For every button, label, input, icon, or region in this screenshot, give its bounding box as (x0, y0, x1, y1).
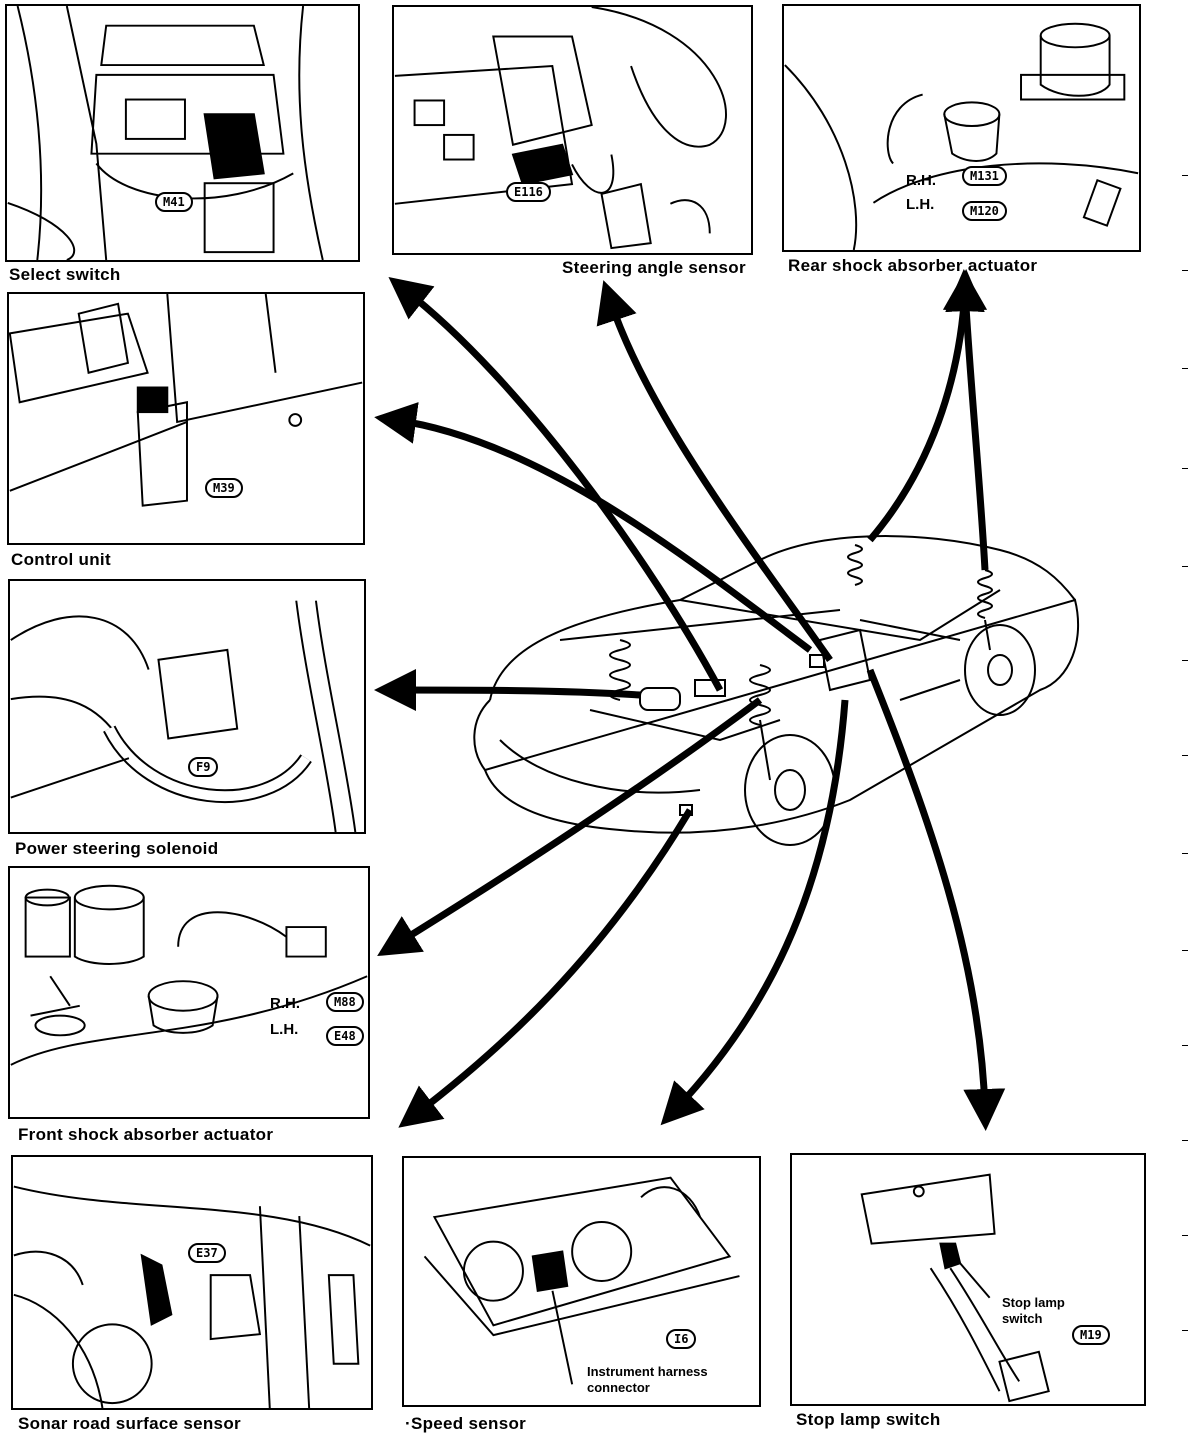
margin-tick (1182, 175, 1188, 176)
car-wheels (744, 624, 1036, 846)
suspension-springs (609, 544, 993, 781)
sonar-road-surface-sensor-caption: Sonar road surface sensor (18, 1414, 241, 1433)
power-steering-solenoid-connector-label: F9 (188, 757, 219, 777)
power-steering-solenoid-caption: Power steering solenoid (15, 839, 219, 858)
front-rh-side-label: R.H. (270, 995, 300, 1012)
arrow-to-steering-angle-sensor (596, 280, 833, 663)
arrow-to-stop-lamp-switch (866, 668, 1006, 1131)
front-lh-connector-label: E48 (326, 1026, 364, 1046)
margin-tick (1182, 270, 1188, 271)
control-unit-panel: M39 (7, 292, 365, 545)
front-lh-side-label: L.H. (270, 1021, 299, 1038)
margin-tick (1182, 368, 1188, 369)
margin-tick (1182, 468, 1188, 469)
rear-shock-absorber-actuator-illustration (784, 22, 1139, 250)
steering-angle-sensor-connector-label: E116 (506, 182, 551, 202)
sonar-road-surface-sensor-connector-label: E37 (188, 1243, 226, 1263)
sonar-road-surface-sensor-illustration (13, 1185, 371, 1408)
pointer-arrows (374, 269, 1006, 1131)
arrow-to-sonar-road-surface-sensor (398, 808, 694, 1128)
front-rh-connector-label: M88 (326, 992, 364, 1012)
select-switch-caption: Select switch (9, 265, 121, 284)
control-unit-connector-label: M39 (205, 478, 243, 498)
margin-tick (1182, 660, 1188, 661)
power-steering-solenoid-panel: F9 (8, 579, 366, 834)
front-shock-absorber-actuator-illustration (10, 884, 368, 1066)
speed-sensor-connector-label: I6 (666, 1329, 697, 1349)
speed-sensor-panel: I6 Instrument harness connector (402, 1156, 761, 1407)
rear-lh-connector-label: M120 (962, 201, 1007, 221)
stop-lamp-switch-connector-label: M19 (1072, 1325, 1110, 1345)
stop-lamp-switch-callout: Stop lamp switch (1002, 1295, 1065, 1326)
arrow-to-control-unit (374, 402, 813, 653)
stop-lamp-switch-caption: Stop lamp switch (796, 1410, 941, 1429)
control-unit-illustration (9, 294, 363, 507)
margin-tick (1182, 1235, 1188, 1236)
front-shock-absorber-actuator-caption: Front shock absorber actuator (18, 1125, 274, 1144)
rear-rh-side-label: R.H. (906, 172, 936, 189)
select-switch-illustration (7, 6, 324, 260)
margin-tick (1182, 566, 1188, 567)
rear-lh-side-label: L.H. (906, 196, 935, 213)
steering-angle-sensor-illustration (394, 7, 727, 250)
stop-lamp-switch-panel: Stop lamp switch M19 (790, 1153, 1146, 1406)
car-components (589, 619, 961, 816)
rear-shock-absorber-actuator-caption: Rear shock absorber actuator (788, 256, 1038, 275)
stop-lamp-switch-illustration (860, 1173, 1050, 1403)
select-switch-connector-label: M41 (155, 192, 193, 212)
power-steering-solenoid-illustration (10, 600, 357, 832)
steering-angle-sensor-caption: Steering angle sensor (562, 258, 746, 277)
arrow-to-power-steering-solenoid (374, 669, 641, 712)
select-switch-panel: M41 (5, 4, 360, 262)
arrow-to-rear-shock-absorber (867, 269, 985, 543)
margin-tick (1182, 950, 1188, 951)
margin-tick (1182, 853, 1188, 854)
rear-shock-absorber-actuator-panel: R.H. L.H. M131 M120 (782, 4, 1141, 252)
arrow-to-front-shock-absorber (377, 697, 763, 957)
rear-rh-connector-label: M131 (962, 166, 1007, 186)
sonar-road-surface-sensor-panel: E37 (11, 1155, 373, 1410)
margin-tick (1182, 1045, 1188, 1046)
speed-sensor-caption: ·Speed sensor (405, 1414, 527, 1433)
arrow-to-rear-shock-absorber-2 (945, 269, 989, 571)
instrument-harness-connector-callout: Instrument harness connector (587, 1364, 708, 1395)
car-body (473, 535, 1080, 834)
margin-tick (1182, 755, 1188, 756)
margin-tick (1182, 1330, 1188, 1331)
arrow-to-speed-sensor (660, 699, 849, 1126)
margin-tick (1182, 1140, 1188, 1141)
speed-sensor-illustration (423, 1176, 740, 1385)
arrow-to-select-switch (388, 277, 724, 692)
front-shock-absorber-actuator-panel: R.H. L.H. M88 E48 (8, 866, 370, 1119)
steering-angle-sensor-panel: E116 (392, 5, 753, 255)
control-unit-caption: Control unit (11, 550, 111, 569)
